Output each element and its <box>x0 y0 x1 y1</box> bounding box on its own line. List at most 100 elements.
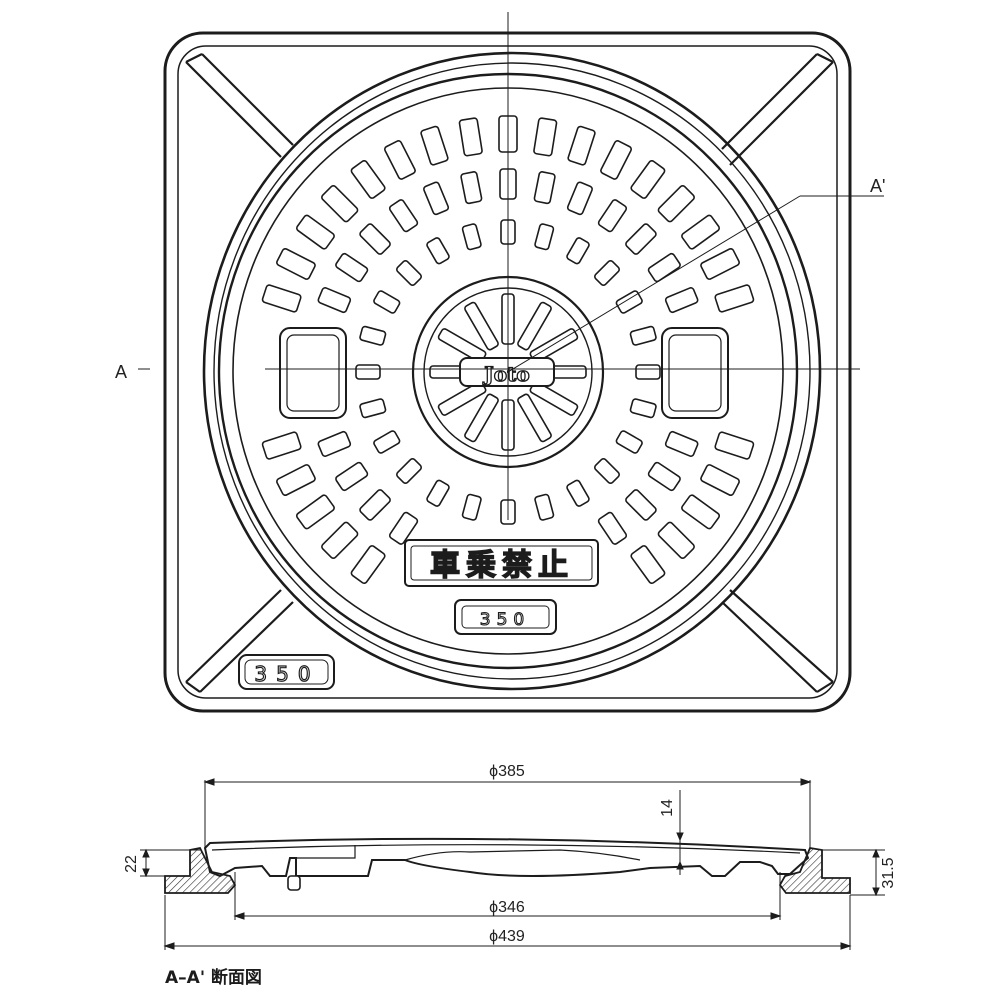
cover-slot <box>700 247 740 280</box>
cover-slot <box>681 214 721 250</box>
cover-slot <box>396 260 422 286</box>
cover-lug <box>287 875 301 891</box>
dim-left-height: 22 <box>123 855 140 873</box>
dim-inner: ϕ346 <box>489 899 525 916</box>
cover-slot <box>276 464 316 497</box>
cover-slot <box>615 430 643 454</box>
medallion-spoke <box>517 393 552 443</box>
cover-slot <box>664 430 699 457</box>
cover-slot <box>335 461 369 492</box>
cover-slot <box>373 430 401 454</box>
frame-section-right <box>778 846 851 894</box>
cover-side-window-inner <box>286 334 340 412</box>
cover-slot <box>533 117 558 157</box>
cover-slot <box>714 284 755 313</box>
cover-slot <box>566 181 593 216</box>
cover-slot <box>566 479 590 507</box>
cover-slot <box>657 185 695 223</box>
cover-slot <box>321 185 359 223</box>
logo-plate <box>459 357 555 387</box>
cover-slot <box>383 140 416 180</box>
cover-slot <box>635 364 661 380</box>
cover-slot <box>261 431 302 460</box>
dim-top: ϕ385 <box>489 763 525 780</box>
cover-side-window <box>661 327 729 419</box>
cover-slot <box>625 489 657 521</box>
cover-slot <box>321 521 359 559</box>
top-view: Joto 車乗禁止 350 350 A A' <box>115 12 885 713</box>
cover-slot <box>388 199 419 233</box>
cover-slot <box>630 545 666 585</box>
cover-slot <box>388 511 419 545</box>
medallion-spoke <box>464 393 499 443</box>
cover-side-window-inner <box>668 334 722 412</box>
cover-side-window <box>279 327 347 419</box>
section-view: ϕ385 ϕ346 ϕ439 22 31.5 14 A–A' 断面図 <box>123 763 897 988</box>
cover-slot <box>359 489 391 521</box>
cover-slot <box>295 494 335 530</box>
corner-ribs <box>185 53 834 693</box>
cover-slot <box>276 247 316 280</box>
cover-slot <box>534 223 555 251</box>
cover-slot <box>426 479 450 507</box>
cover-slot <box>597 199 628 233</box>
frame-size-text: 350 <box>254 662 319 686</box>
cover-slot <box>567 125 596 166</box>
cover-slot <box>359 325 387 346</box>
cover-slot <box>295 214 335 250</box>
cover-slot <box>355 364 381 380</box>
dimension-lines <box>142 778 880 950</box>
frame-section-left <box>164 846 237 894</box>
cover-slot <box>647 461 681 492</box>
cover-slot <box>597 511 628 545</box>
cover-slot <box>594 458 620 484</box>
cover-slot <box>700 464 740 497</box>
cover-slot <box>458 117 483 157</box>
cover-slot <box>317 287 352 314</box>
cover-slot <box>600 140 633 180</box>
cover-rib <box>290 845 641 861</box>
cover-size-text: 350 <box>480 610 530 630</box>
cover-slot <box>461 493 482 521</box>
section-line <box>507 195 801 373</box>
cover-slot <box>681 494 721 530</box>
medallion-spoke <box>517 301 552 351</box>
cover-slot <box>714 431 755 460</box>
cover-slot <box>664 287 699 314</box>
cover-slot <box>423 181 450 216</box>
cover-slot <box>647 252 681 283</box>
cover-slot <box>615 290 643 314</box>
cover-size-plate <box>454 599 557 635</box>
dim-outer: ϕ439 <box>489 928 525 945</box>
cover-slot <box>261 284 302 313</box>
section-caption: A–A' 断面図 <box>165 967 262 988</box>
dim-right-height: 31.5 <box>880 857 897 888</box>
cover-slot <box>460 171 483 205</box>
cover-slot <box>396 458 422 484</box>
cover-slot <box>533 171 556 205</box>
medallion-spoke <box>464 301 499 351</box>
cover-slot <box>630 159 666 199</box>
label-a: A <box>115 362 127 382</box>
cover-slot <box>350 545 386 585</box>
cover-section-top <box>211 844 801 854</box>
cover-slot <box>657 521 695 559</box>
frame-size-plate <box>238 654 335 690</box>
warning-text: 車乗禁止 <box>430 548 574 583</box>
cover-slot <box>317 430 352 457</box>
warning-plate <box>404 539 599 587</box>
cover-slot <box>629 398 657 419</box>
dim-center-thickness: 14 <box>659 799 676 817</box>
logo-text: Joto <box>482 362 529 386</box>
cover-slot <box>426 237 450 265</box>
cover-slot <box>359 223 391 255</box>
frame-seat-ring <box>202 51 822 691</box>
cover-slot <box>420 125 449 166</box>
cover-slot <box>461 223 482 251</box>
frame-seat-ring-inner <box>213 62 811 680</box>
cover-pattern <box>261 115 755 585</box>
cover-slot <box>629 325 657 346</box>
cover-slot <box>594 260 620 286</box>
cover-slot <box>335 252 369 283</box>
